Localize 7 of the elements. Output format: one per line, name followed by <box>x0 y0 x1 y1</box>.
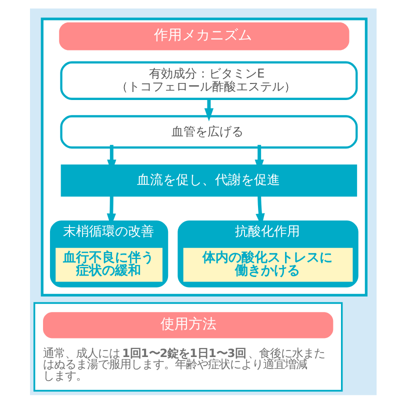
node-box: 血流を促し、代謝を促進 <box>60 164 358 197</box>
node-box: 有効成分：ビタミンE （トコフェロール酢酸エステル） <box>60 61 358 100</box>
node-box: 体内の酸化ストレスに働きかける <box>183 248 353 282</box>
arrow <box>106 194 116 227</box>
node-box: 血行不良に伴う症状の緩和 <box>56 248 162 282</box>
arrow <box>204 99 214 122</box>
node-box: 血管を広げる <box>60 115 358 149</box>
